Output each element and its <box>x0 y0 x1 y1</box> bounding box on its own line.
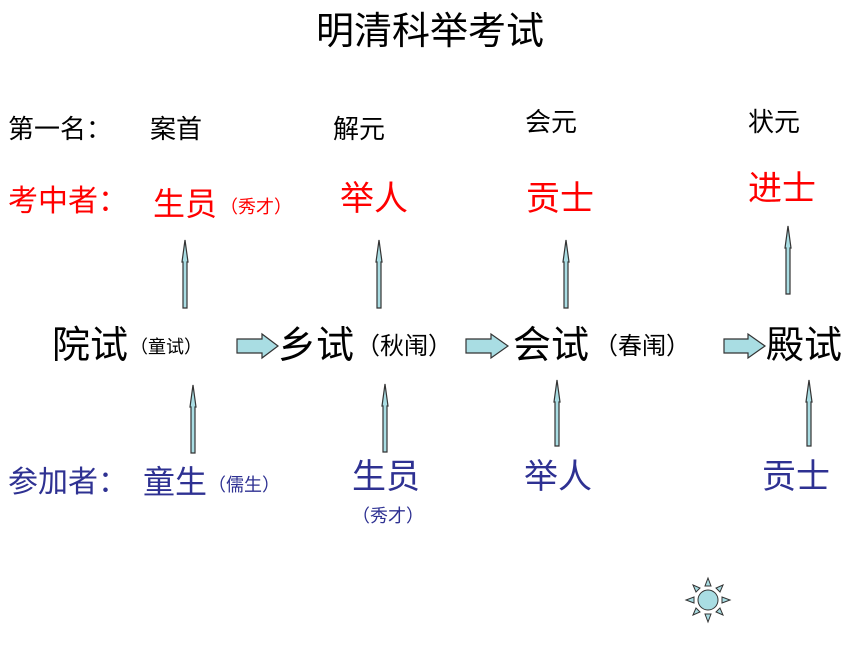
first-place-row-label: 第一名： <box>8 115 113 145</box>
page-title: 明清科举考试 <box>315 9 544 53</box>
stage-yuanshi: 院试 <box>52 323 129 367</box>
right-arrow-1 <box>236 332 279 360</box>
up-arrow-yuanshi-lower <box>189 384 197 454</box>
stage-yuanshi-note: （童试） <box>130 337 202 358</box>
up-arrow-huishi-upper <box>562 239 570 309</box>
participant-huishi: 举人 <box>524 457 592 497</box>
up-arrow-xiangshi-upper <box>375 239 383 309</box>
first-place-huishi: 会元 <box>525 108 578 138</box>
passer-row-label: 考中者： <box>8 184 128 219</box>
participant-row-label: 参加者： <box>8 465 128 500</box>
sun-icon <box>684 576 732 624</box>
participant-yuanshi-note: （儒生） <box>208 475 280 496</box>
passer-yuanshi-note: （秀才） <box>220 197 292 218</box>
first-place-yuanshi: 案首 <box>150 115 203 145</box>
participant-dianshi: 贡士 <box>762 457 830 497</box>
up-arrow-dianshi-upper <box>784 225 792 295</box>
right-arrow-3 <box>723 332 767 360</box>
up-arrow-xiangshi-lower <box>381 383 389 453</box>
participant-yuanshi: 童生 <box>143 463 208 501</box>
passer-yuanshi: 生员 <box>153 185 218 223</box>
passer-dianshi: 进士 <box>748 169 816 209</box>
up-arrow-yuanshi-upper <box>181 239 189 309</box>
participant-xiangshi: 生员 <box>352 457 420 497</box>
passer-xiangshi: 举人 <box>340 179 408 219</box>
passer-huishi: 贡士 <box>526 179 594 219</box>
first-place-dianshi: 状元 <box>748 108 801 138</box>
stage-huishi: 会试 <box>513 323 590 367</box>
stage-dianshi: 殿试 <box>766 323 843 367</box>
stage-xiangshi: 乡试 <box>278 323 355 367</box>
stage-huishi-note: （春闱） <box>594 332 690 360</box>
up-arrow-huishi-lower <box>553 379 561 447</box>
up-arrow-dianshi-lower <box>805 379 813 447</box>
participant-xiangshi-note: （秀才） <box>352 506 424 527</box>
first-place-xiangshi: 解元 <box>333 115 386 145</box>
stage-xiangshi-note: （秋闱） <box>356 332 452 360</box>
right-arrow-2 <box>465 332 510 360</box>
